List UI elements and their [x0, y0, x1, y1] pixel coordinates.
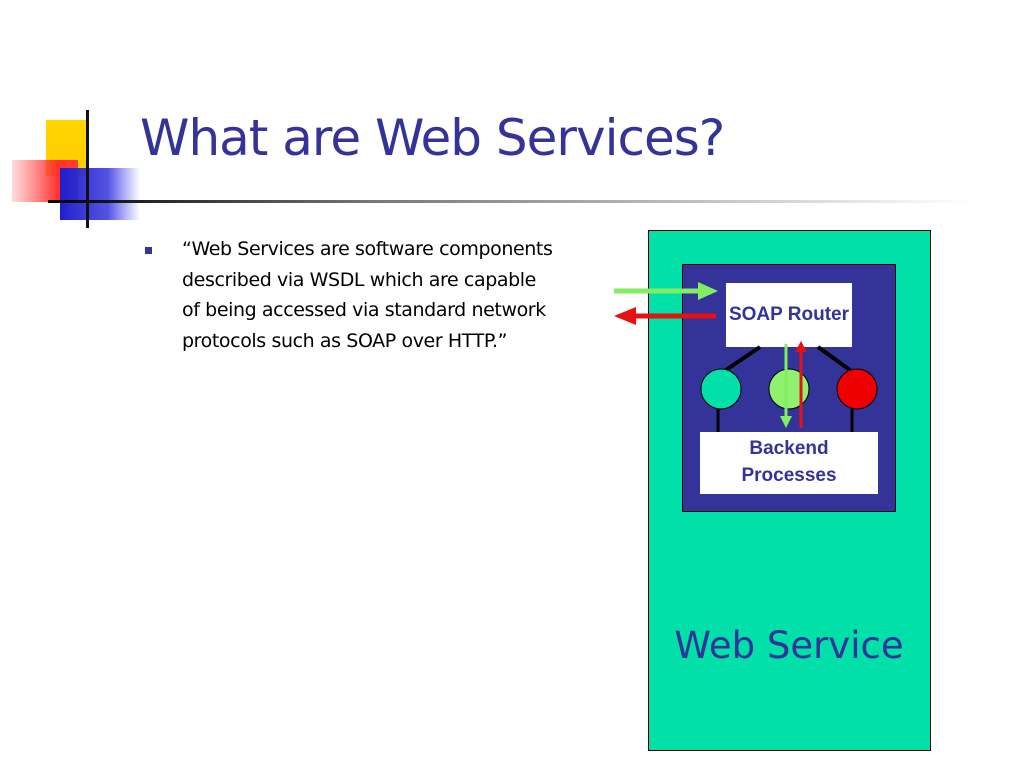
internal-response-arrowhead — [795, 341, 807, 352]
green-process-node — [768, 368, 810, 410]
backend-processes-label: Backend Processes — [741, 438, 837, 486]
soap-router-label: SOAP Router — [728, 303, 849, 325]
web-service-label: Web Service — [674, 624, 904, 667]
backend-processes-box — [700, 432, 878, 494]
red-process-node — [836, 368, 878, 410]
bullet-item: “Web Services are software components de… — [144, 234, 558, 356]
slide-title: What are Web Services? — [140, 109, 725, 167]
outgoing-response-arrowhead — [614, 307, 636, 325]
internal-request-arrowhead — [780, 416, 792, 428]
router-to-teal-connector — [724, 345, 762, 372]
bullet-text: “Web Services are software components de… — [182, 238, 553, 352]
soap-router-box — [726, 283, 852, 347]
incoming-request-arrowhead — [698, 282, 718, 300]
title-underline — [50, 200, 970, 203]
square-bullet-icon — [145, 247, 152, 254]
teal-process-node — [700, 368, 742, 410]
router-to-red-connector — [816, 345, 852, 372]
bullet-list: “Web Services are software components de… — [144, 234, 558, 356]
